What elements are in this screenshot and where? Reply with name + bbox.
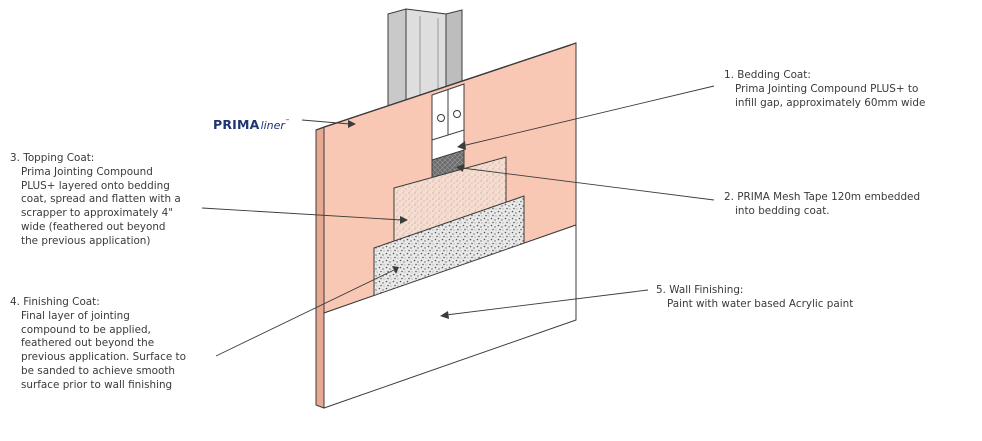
label-number: 1.: [724, 69, 734, 81]
prima-liner-logo: PRIMAliner™: [213, 114, 290, 133]
label-topping-coat: 3. Topping Coat: Prima Jointing Compound…: [10, 152, 210, 249]
label-title: Bedding Coat:: [737, 69, 811, 81]
label-text: Prima Jointing Compound PLUS+ to infill …: [735, 82, 926, 109]
label-number: 4.: [10, 296, 20, 308]
label-text: Final layer of jointing compound to be a…: [21, 309, 186, 391]
label-text: into bedding coat.: [735, 204, 830, 217]
label-title: Topping Coat:: [23, 152, 95, 164]
label-text: Paint with water based Acrylic paint: [667, 297, 854, 310]
label-text: Prima Jointing Compound PLUS+ layered on…: [21, 165, 181, 247]
label-wall-finishing: 5. Wall Finishing: Paint with water base…: [656, 284, 946, 312]
board-top-edge: [315, 42, 577, 131]
label-title: PRIMA Mesh Tape 120m embedded: [737, 191, 921, 203]
label-title: Wall Finishing:: [669, 284, 744, 296]
label-mesh-tape: 2. PRIMA Mesh Tape 120m embedded into be…: [724, 191, 974, 219]
wall-finishing: [323, 224, 577, 409]
label-finishing-coat: 4. Finishing Coat: Final layer of jointi…: [10, 296, 220, 393]
logo-brand: PRIMA: [213, 117, 260, 132]
logo-tm: ™: [284, 118, 290, 125]
label-bedding-coat: 1. Bedding Coat: Prima Jointing Compound…: [724, 69, 974, 110]
board-edge: [315, 126, 325, 409]
label-title: Finishing Coat:: [23, 296, 100, 308]
label-number: 5.: [656, 284, 666, 296]
leader-lines: [201, 85, 715, 357]
label-number: 2.: [724, 191, 734, 203]
label-number: 3.: [10, 152, 20, 164]
arrowheads: [348, 120, 466, 319]
logo-sub: liner: [260, 119, 285, 132]
